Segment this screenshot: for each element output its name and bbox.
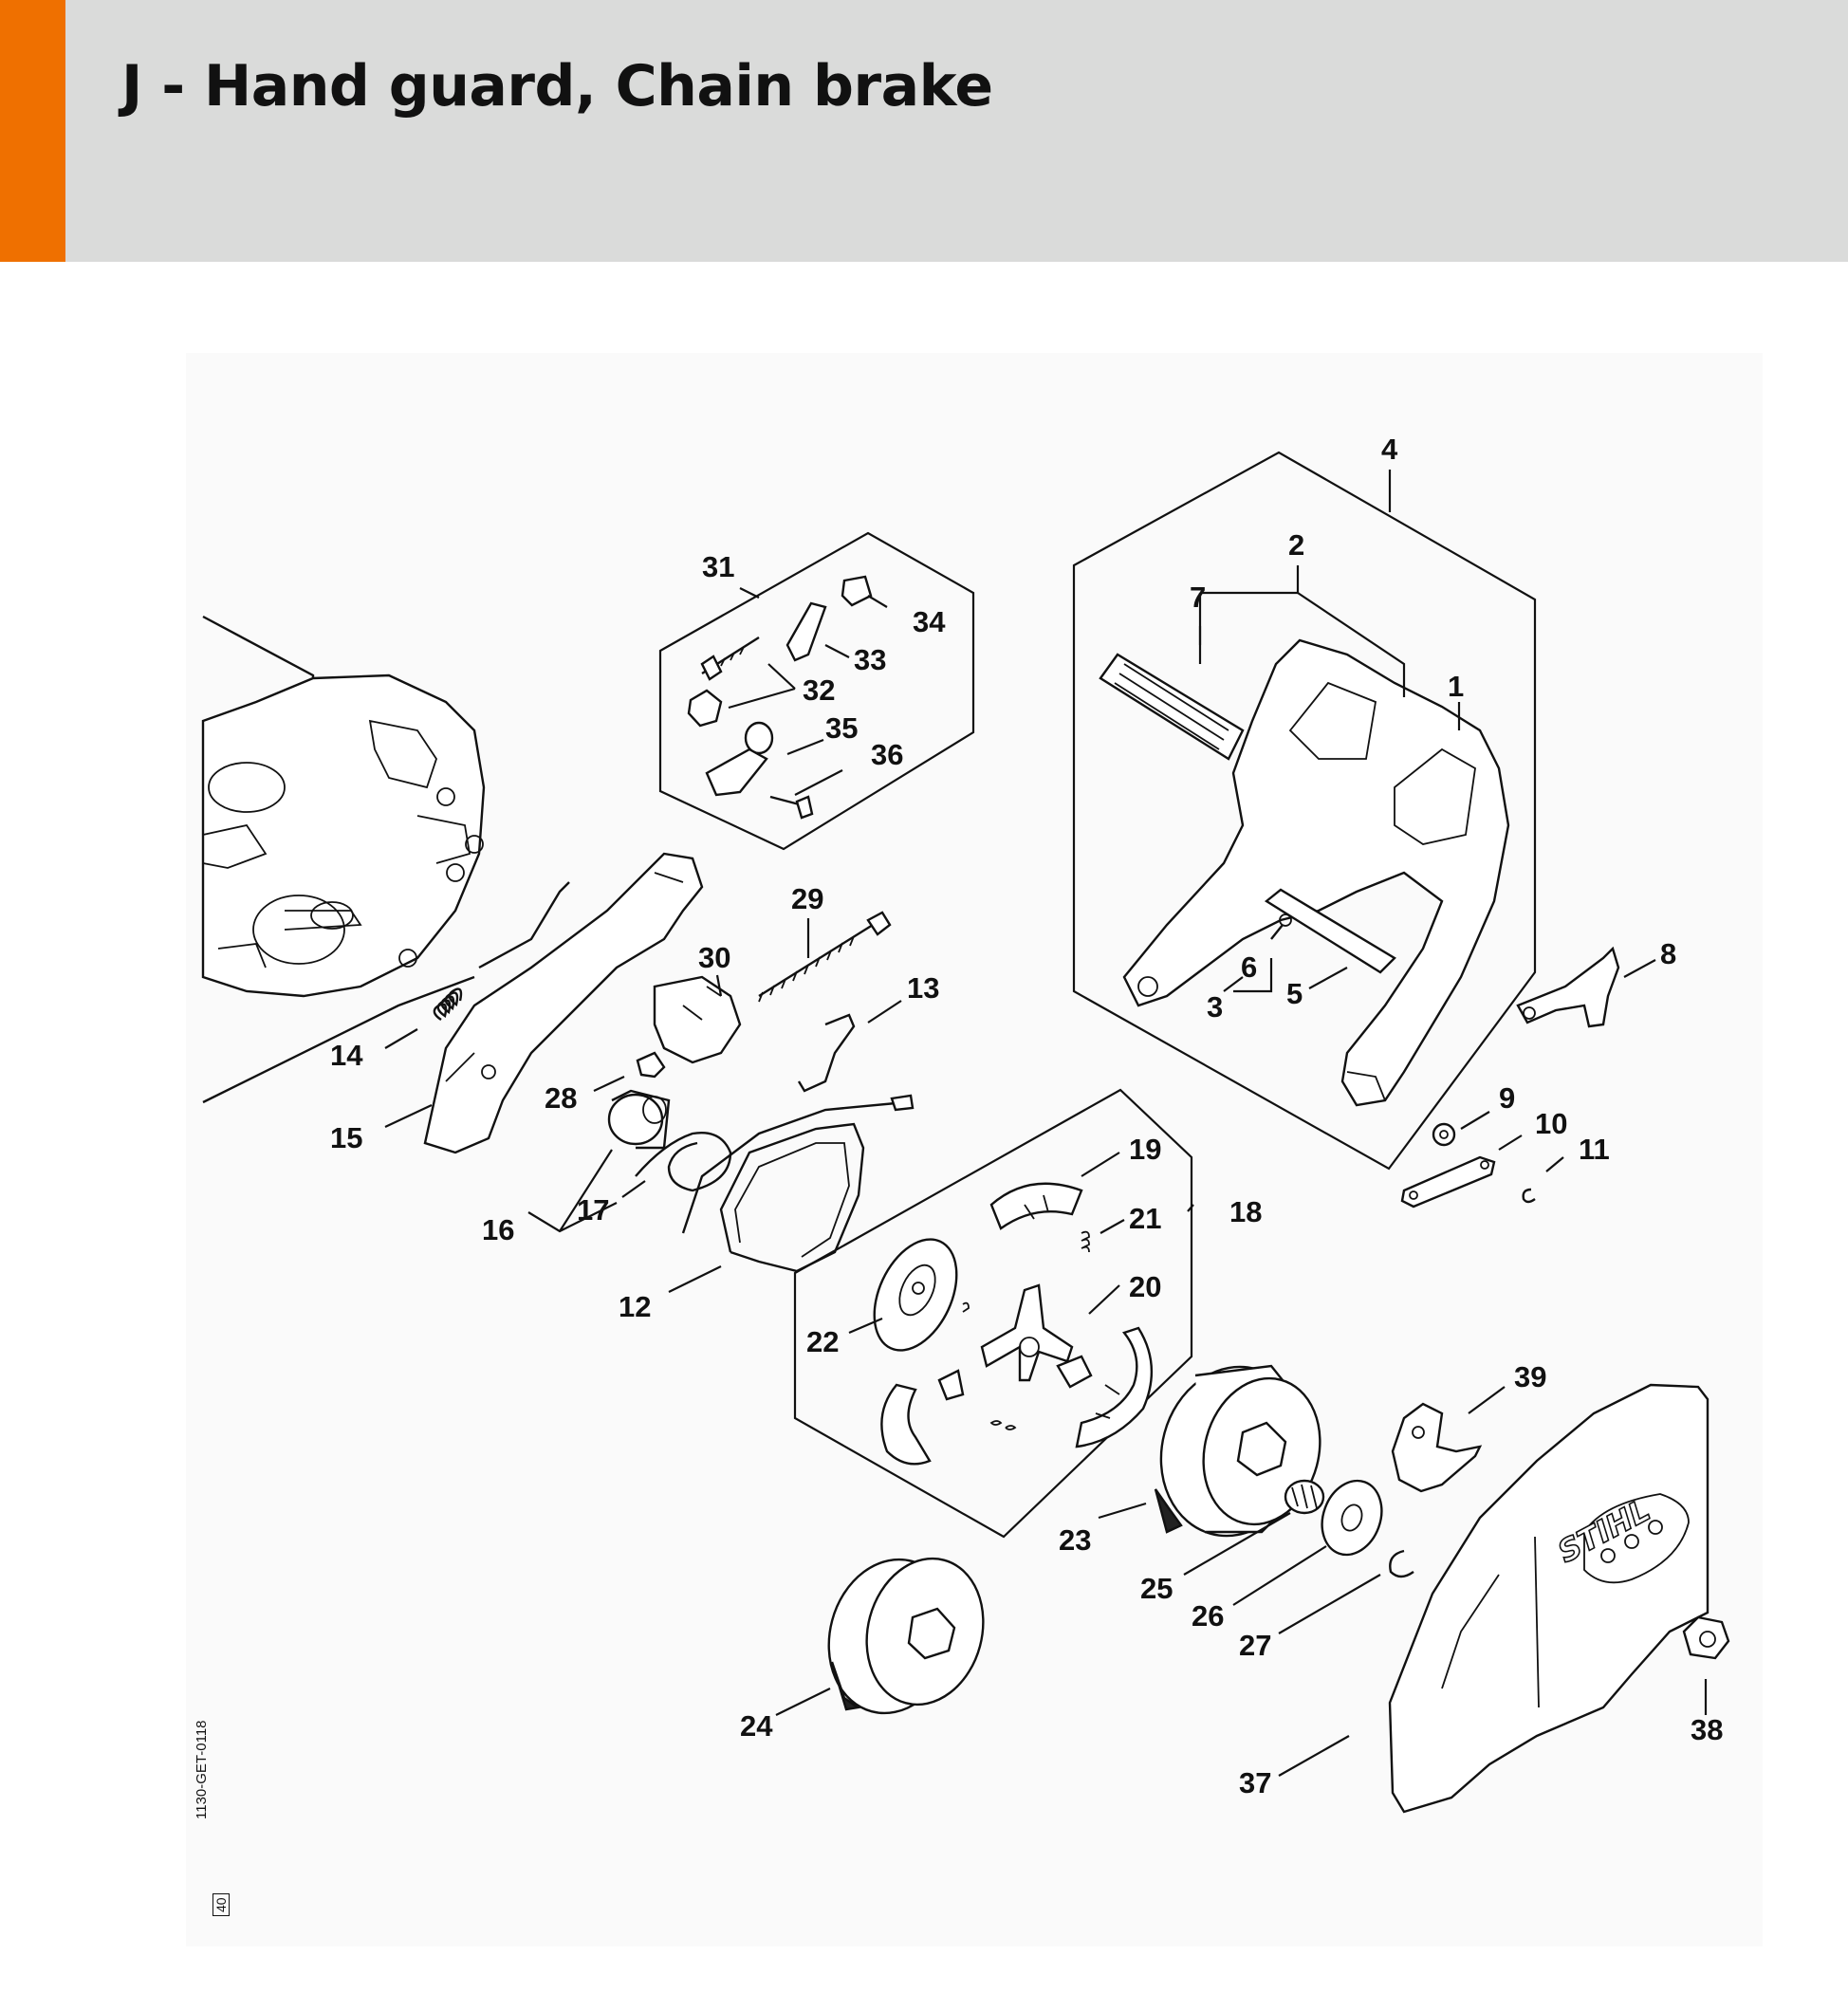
part-5-plate [1264, 888, 1396, 974]
part-12-brake-band [681, 1094, 915, 1273]
callout-9: 9 [1499, 1081, 1515, 1115]
part-24-sprocket-drum [827, 1557, 985, 1715]
part-16-bearing [607, 1089, 671, 1150]
callout-5: 5 [1286, 977, 1303, 1010]
drawing-code: 1130-GET-0118 [194, 1720, 210, 1819]
part-10-link [1400, 1155, 1496, 1208]
part-21-spring [1081, 1230, 1090, 1253]
callout-18: 18 [1229, 1195, 1262, 1228]
part-26-washer [1321, 1479, 1383, 1557]
callout-8: 8 [1660, 937, 1676, 970]
callout-21: 21 [1129, 1202, 1161, 1235]
part-32-screw [687, 636, 760, 728]
part-11-clip [1522, 1188, 1536, 1204]
page-title: J - Hand guard, Chain brake [121, 53, 993, 120]
part-35-nut [705, 721, 774, 797]
callout-12: 12 [619, 1290, 651, 1323]
part-25-bearing [1284, 1479, 1325, 1515]
callout-10: 10 [1535, 1107, 1567, 1140]
callout-23: 23 [1059, 1523, 1091, 1557]
callout-28: 28 [545, 1081, 577, 1115]
clutch-shoe-lower-right [1075, 1326, 1153, 1448]
callout-34: 34 [913, 605, 946, 638]
group-18-frame [793, 1088, 1193, 1539]
callout-32: 32 [803, 673, 835, 707]
part-20-clutch-hub [980, 1283, 1093, 1389]
callout-29: 29 [791, 882, 823, 915]
part-36-screw [769, 795, 814, 820]
part-34-clip [841, 575, 873, 607]
part-7-grip-pad [1099, 653, 1245, 761]
part-9-nut [1432, 1122, 1456, 1147]
callout-31: 31 [702, 550, 734, 583]
callout-1: 1 [1448, 670, 1464, 703]
part-23-clutch-drum [1154, 1364, 1321, 1538]
callout-11: 11 [1579, 1133, 1610, 1166]
callout-14: 14 [330, 1039, 363, 1072]
callout-24: 24 [740, 1709, 773, 1743]
callout-17: 17 [577, 1193, 609, 1227]
header-accent-bar [0, 0, 65, 262]
part-37-sprocket-cover: STIHL [1388, 1383, 1709, 1814]
callout-33: 33 [854, 643, 886, 676]
callout-26: 26 [1192, 1599, 1224, 1633]
part-22-plate [873, 1238, 958, 1352]
callout-labels: 1 2 3 4 5 6 7 8 9 10 11 12 13 14 15 16 1… [330, 433, 1723, 1799]
part-13-spring [797, 1013, 856, 1093]
drawing-code-box: 40 [213, 1893, 230, 1916]
callout-20: 20 [1129, 1270, 1161, 1303]
clutch-shoe-lower-left [880, 1369, 965, 1466]
part-30-bracket [653, 975, 742, 1064]
part-29-screw [758, 911, 892, 1003]
part-8-lever [1516, 946, 1620, 1028]
part-19-shoe [989, 1182, 1083, 1230]
callout-35: 35 [825, 711, 858, 745]
engine-housing [201, 615, 486, 1104]
callout-15: 15 [330, 1121, 362, 1154]
part-6-screw [1270, 913, 1292, 940]
group-4-frame [1072, 451, 1537, 1171]
callout-13: 13 [907, 971, 939, 1005]
callout-39: 39 [1514, 1360, 1546, 1393]
part-38-nut [1682, 1615, 1730, 1660]
callout-27: 27 [1239, 1629, 1271, 1662]
part-39-lever [1391, 1402, 1483, 1493]
part-33-lever [785, 601, 827, 662]
callout-22: 22 [806, 1325, 839, 1358]
leader-lines [384, 470, 1708, 1777]
callout-30: 30 [698, 941, 730, 974]
callout-4: 4 [1381, 433, 1398, 466]
callout-25: 25 [1140, 1572, 1173, 1605]
callout-2: 2 [1288, 528, 1304, 562]
clutch-spring-small [962, 1301, 1017, 1430]
callout-38: 38 [1691, 1713, 1723, 1746]
callout-3: 3 [1207, 990, 1223, 1024]
callout-19: 19 [1129, 1133, 1161, 1166]
callout-36: 36 [871, 738, 903, 771]
callout-16: 16 [482, 1213, 514, 1246]
callout-7: 7 [1190, 581, 1206, 614]
callout-37: 37 [1239, 1766, 1271, 1799]
part-14-spring [433, 881, 570, 1021]
part-15-brake-lever [423, 852, 704, 1154]
part-17-spring [635, 1132, 732, 1192]
page-header: J - Hand guard, Chain brake [0, 0, 1848, 262]
part-28-pin [636, 1051, 666, 1079]
group-31-frame [658, 531, 975, 851]
part-27-e-clip [1389, 1549, 1414, 1578]
callout-6: 6 [1241, 950, 1257, 984]
